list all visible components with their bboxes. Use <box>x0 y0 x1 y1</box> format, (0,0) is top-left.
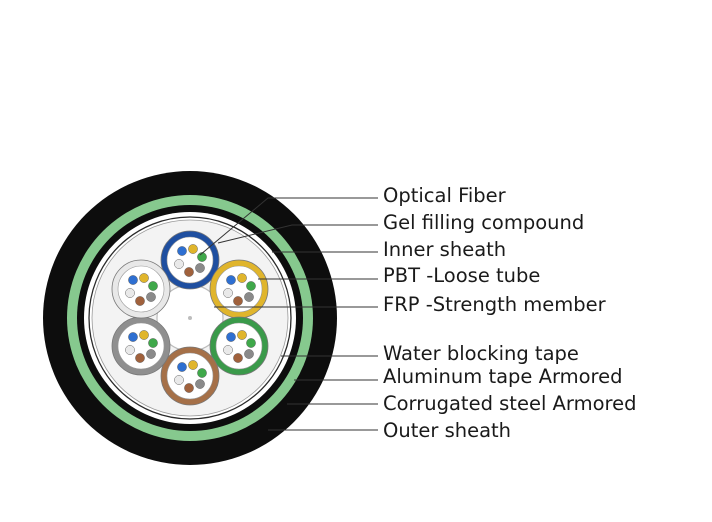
label-frp-strength-member: FRP -Strength member <box>383 293 607 316</box>
label-water-blocking-tape: Water blocking tape <box>383 342 579 365</box>
optical-fiber <box>177 362 187 372</box>
label-corrugated-steel-armored: Corrugated steel Armored <box>383 392 636 415</box>
optical-fiber <box>146 349 156 359</box>
optical-fiber <box>177 246 187 256</box>
optical-fiber <box>174 375 184 385</box>
cable-cross-section <box>43 171 337 465</box>
water-blocking-tape <box>88 216 292 420</box>
optical-fiber <box>244 349 254 359</box>
optical-fiber <box>246 338 256 348</box>
optical-fiber <box>125 345 135 355</box>
optical-fiber <box>148 338 158 348</box>
leader-lines <box>199 197 378 431</box>
optical-fiber <box>226 332 236 342</box>
optical-fiber <box>184 383 194 393</box>
optical-fiber <box>226 275 236 285</box>
optical-fiber <box>174 259 184 269</box>
optical-fiber <box>233 296 243 306</box>
optical-fiber <box>135 296 145 306</box>
leader-optical-fiber <box>199 197 378 256</box>
optical-fiber <box>128 275 138 285</box>
optical-fiber <box>223 288 233 298</box>
optical-fiber <box>237 273 247 283</box>
optical-fiber <box>197 252 207 262</box>
loose-tubes <box>111 230 269 406</box>
optical-fiber <box>188 244 198 254</box>
optical-fiber <box>148 281 158 291</box>
optical-fiber <box>188 360 198 370</box>
optical-fiber <box>197 368 207 378</box>
leader-gel-filling-compound <box>217 224 378 244</box>
optical-fiber <box>195 379 205 389</box>
label-inner-sheath: Inner sheath <box>383 238 506 261</box>
label-pbt-loose-tube: PBT -Loose tube <box>383 264 540 287</box>
label-outer-sheath: Outer sheath <box>383 419 511 442</box>
label-optical-fiber: Optical Fiber <box>383 184 507 207</box>
optical-fiber <box>125 288 135 298</box>
optical-fiber <box>146 292 156 302</box>
optical-fiber <box>233 353 243 363</box>
optical-fiber <box>244 292 254 302</box>
label-gel-filling-compound: Gel filling compound <box>383 211 584 234</box>
labels: Optical Fiber Gel filling compound Inner… <box>383 184 636 442</box>
optical-fiber <box>237 330 247 340</box>
label-aluminum-tape-armored: Aluminum tape Armored <box>383 365 623 388</box>
optical-fiber <box>246 281 256 291</box>
optical-fiber <box>195 263 205 273</box>
optical-fiber <box>139 273 149 283</box>
optical-fiber <box>139 330 149 340</box>
optical-fiber <box>184 267 194 277</box>
frp-center-dot <box>188 316 192 320</box>
optical-fiber <box>223 345 233 355</box>
optical-fiber <box>128 332 138 342</box>
optical-fiber <box>135 353 145 363</box>
